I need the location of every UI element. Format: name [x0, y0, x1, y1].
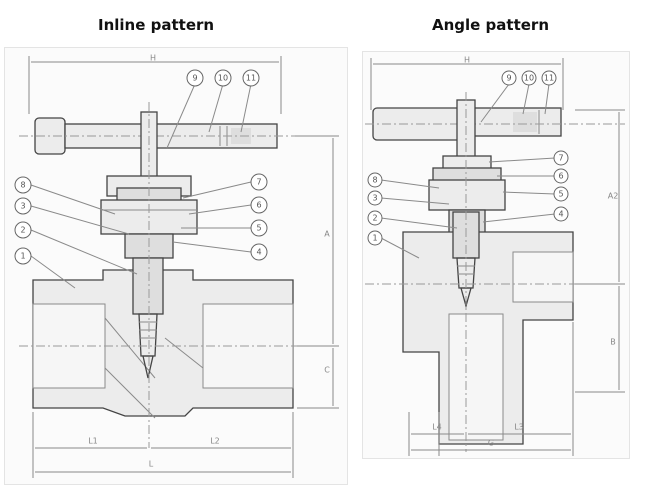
inline-balloon-1: 1 [14, 247, 32, 265]
angle-balloon-2: 2 [367, 210, 383, 226]
angle-dim-a2-b: A2 B [575, 109, 625, 393]
angle-balloon-9: 9 [501, 70, 517, 86]
svg-text:6: 6 [558, 172, 563, 181]
inline-leaders-top [166, 83, 252, 149]
inline-balloon-11: 11 [242, 69, 260, 87]
angle-dim-b-label: B [610, 338, 616, 347]
inline-dim-l1-label: L1 [88, 437, 98, 446]
angle-balloon-6: 6 [553, 168, 569, 184]
inline-drawing-panel: H [4, 47, 348, 485]
angle-dim-l3-label: L3 [514, 423, 524, 432]
angle-dim-h: H [370, 56, 564, 110]
svg-text:6: 6 [256, 201, 261, 210]
svg-text:5: 5 [558, 190, 563, 199]
angle-leaders-left [380, 179, 458, 259]
angle-dim-l4-label: L4 [432, 423, 442, 432]
angle-dim-bottom: L4 L3 G [408, 322, 574, 456]
svg-text:2: 2 [20, 226, 25, 235]
angle-leaders-top [480, 83, 550, 123]
svg-text:8: 8 [20, 181, 25, 190]
svg-text:11: 11 [246, 74, 256, 83]
angle-balloon-4: 4 [553, 206, 569, 222]
inline-dim-l-label: L [149, 460, 154, 469]
angle-balloon-10: 10 [521, 70, 537, 86]
inline-dim-a-c: A C [295, 135, 339, 409]
angle-valve-drawing: H [365, 56, 625, 456]
svg-text:3: 3 [20, 202, 25, 211]
svg-text:8: 8 [372, 176, 377, 185]
svg-text:10: 10 [524, 74, 534, 83]
inline-balloon-9: 9 [186, 69, 204, 87]
inline-dim-h-label: H [150, 54, 156, 63]
angle-pattern-title: Angle pattern [432, 16, 550, 34]
angle-dim-h-label: H [464, 56, 470, 65]
svg-text:11: 11 [544, 74, 554, 83]
angle-balloon-8: 8 [367, 172, 383, 188]
svg-text:9: 9 [506, 74, 511, 83]
svg-text:7: 7 [558, 154, 563, 163]
inline-bonnet [100, 175, 198, 259]
angle-body [402, 211, 574, 445]
inline-balloon-10: 10 [214, 69, 232, 87]
inline-balloon-2: 2 [14, 221, 32, 239]
inline-body [32, 257, 294, 419]
svg-text:9: 9 [192, 74, 197, 83]
inline-balloon-8: 8 [14, 176, 32, 194]
svg-text:5: 5 [256, 224, 261, 233]
svg-text:1: 1 [372, 234, 377, 243]
svg-text:10: 10 [218, 74, 228, 83]
inline-leaders-left [30, 184, 138, 289]
inline-balloon-3: 3 [14, 197, 32, 215]
inline-balloon-7: 7 [250, 173, 268, 191]
inline-dim-bottom: L1 L2 L [32, 412, 294, 478]
inline-balloon-4: 4 [250, 243, 268, 261]
angle-balloon-5: 5 [553, 186, 569, 202]
angle-balloon-11: 11 [541, 70, 557, 86]
inline-valve-drawing: H [14, 54, 339, 478]
inline-dim-l2-label: L2 [210, 437, 220, 446]
inline-pattern-title: Inline pattern [98, 16, 215, 34]
inline-dim-a-label: A [324, 230, 330, 239]
angle-balloon-3: 3 [367, 190, 383, 206]
inline-dim-c-label: C [324, 366, 330, 375]
inline-balloon-6: 6 [250, 196, 268, 214]
inline-leaders-right [172, 181, 252, 253]
angle-dim-a2-label: A2 [608, 192, 619, 201]
svg-text:2: 2 [372, 214, 377, 223]
svg-text:3: 3 [372, 194, 377, 203]
angle-balloon-7: 7 [553, 150, 569, 166]
angle-handle [365, 107, 625, 141]
angle-drawing-panel: H [362, 51, 630, 459]
svg-text:4: 4 [256, 248, 261, 257]
angle-dim-g-label: G [488, 439, 494, 448]
inline-dim-h: H [28, 54, 282, 114]
svg-text:4: 4 [558, 210, 563, 219]
svg-text:7: 7 [256, 178, 261, 187]
inline-handle [19, 117, 325, 155]
angle-balloon-1: 1 [367, 230, 383, 246]
angle-bonnet [428, 155, 506, 237]
svg-text:1: 1 [20, 252, 25, 261]
angle-leaders-right [482, 157, 556, 223]
inline-balloon-5: 5 [250, 219, 268, 237]
